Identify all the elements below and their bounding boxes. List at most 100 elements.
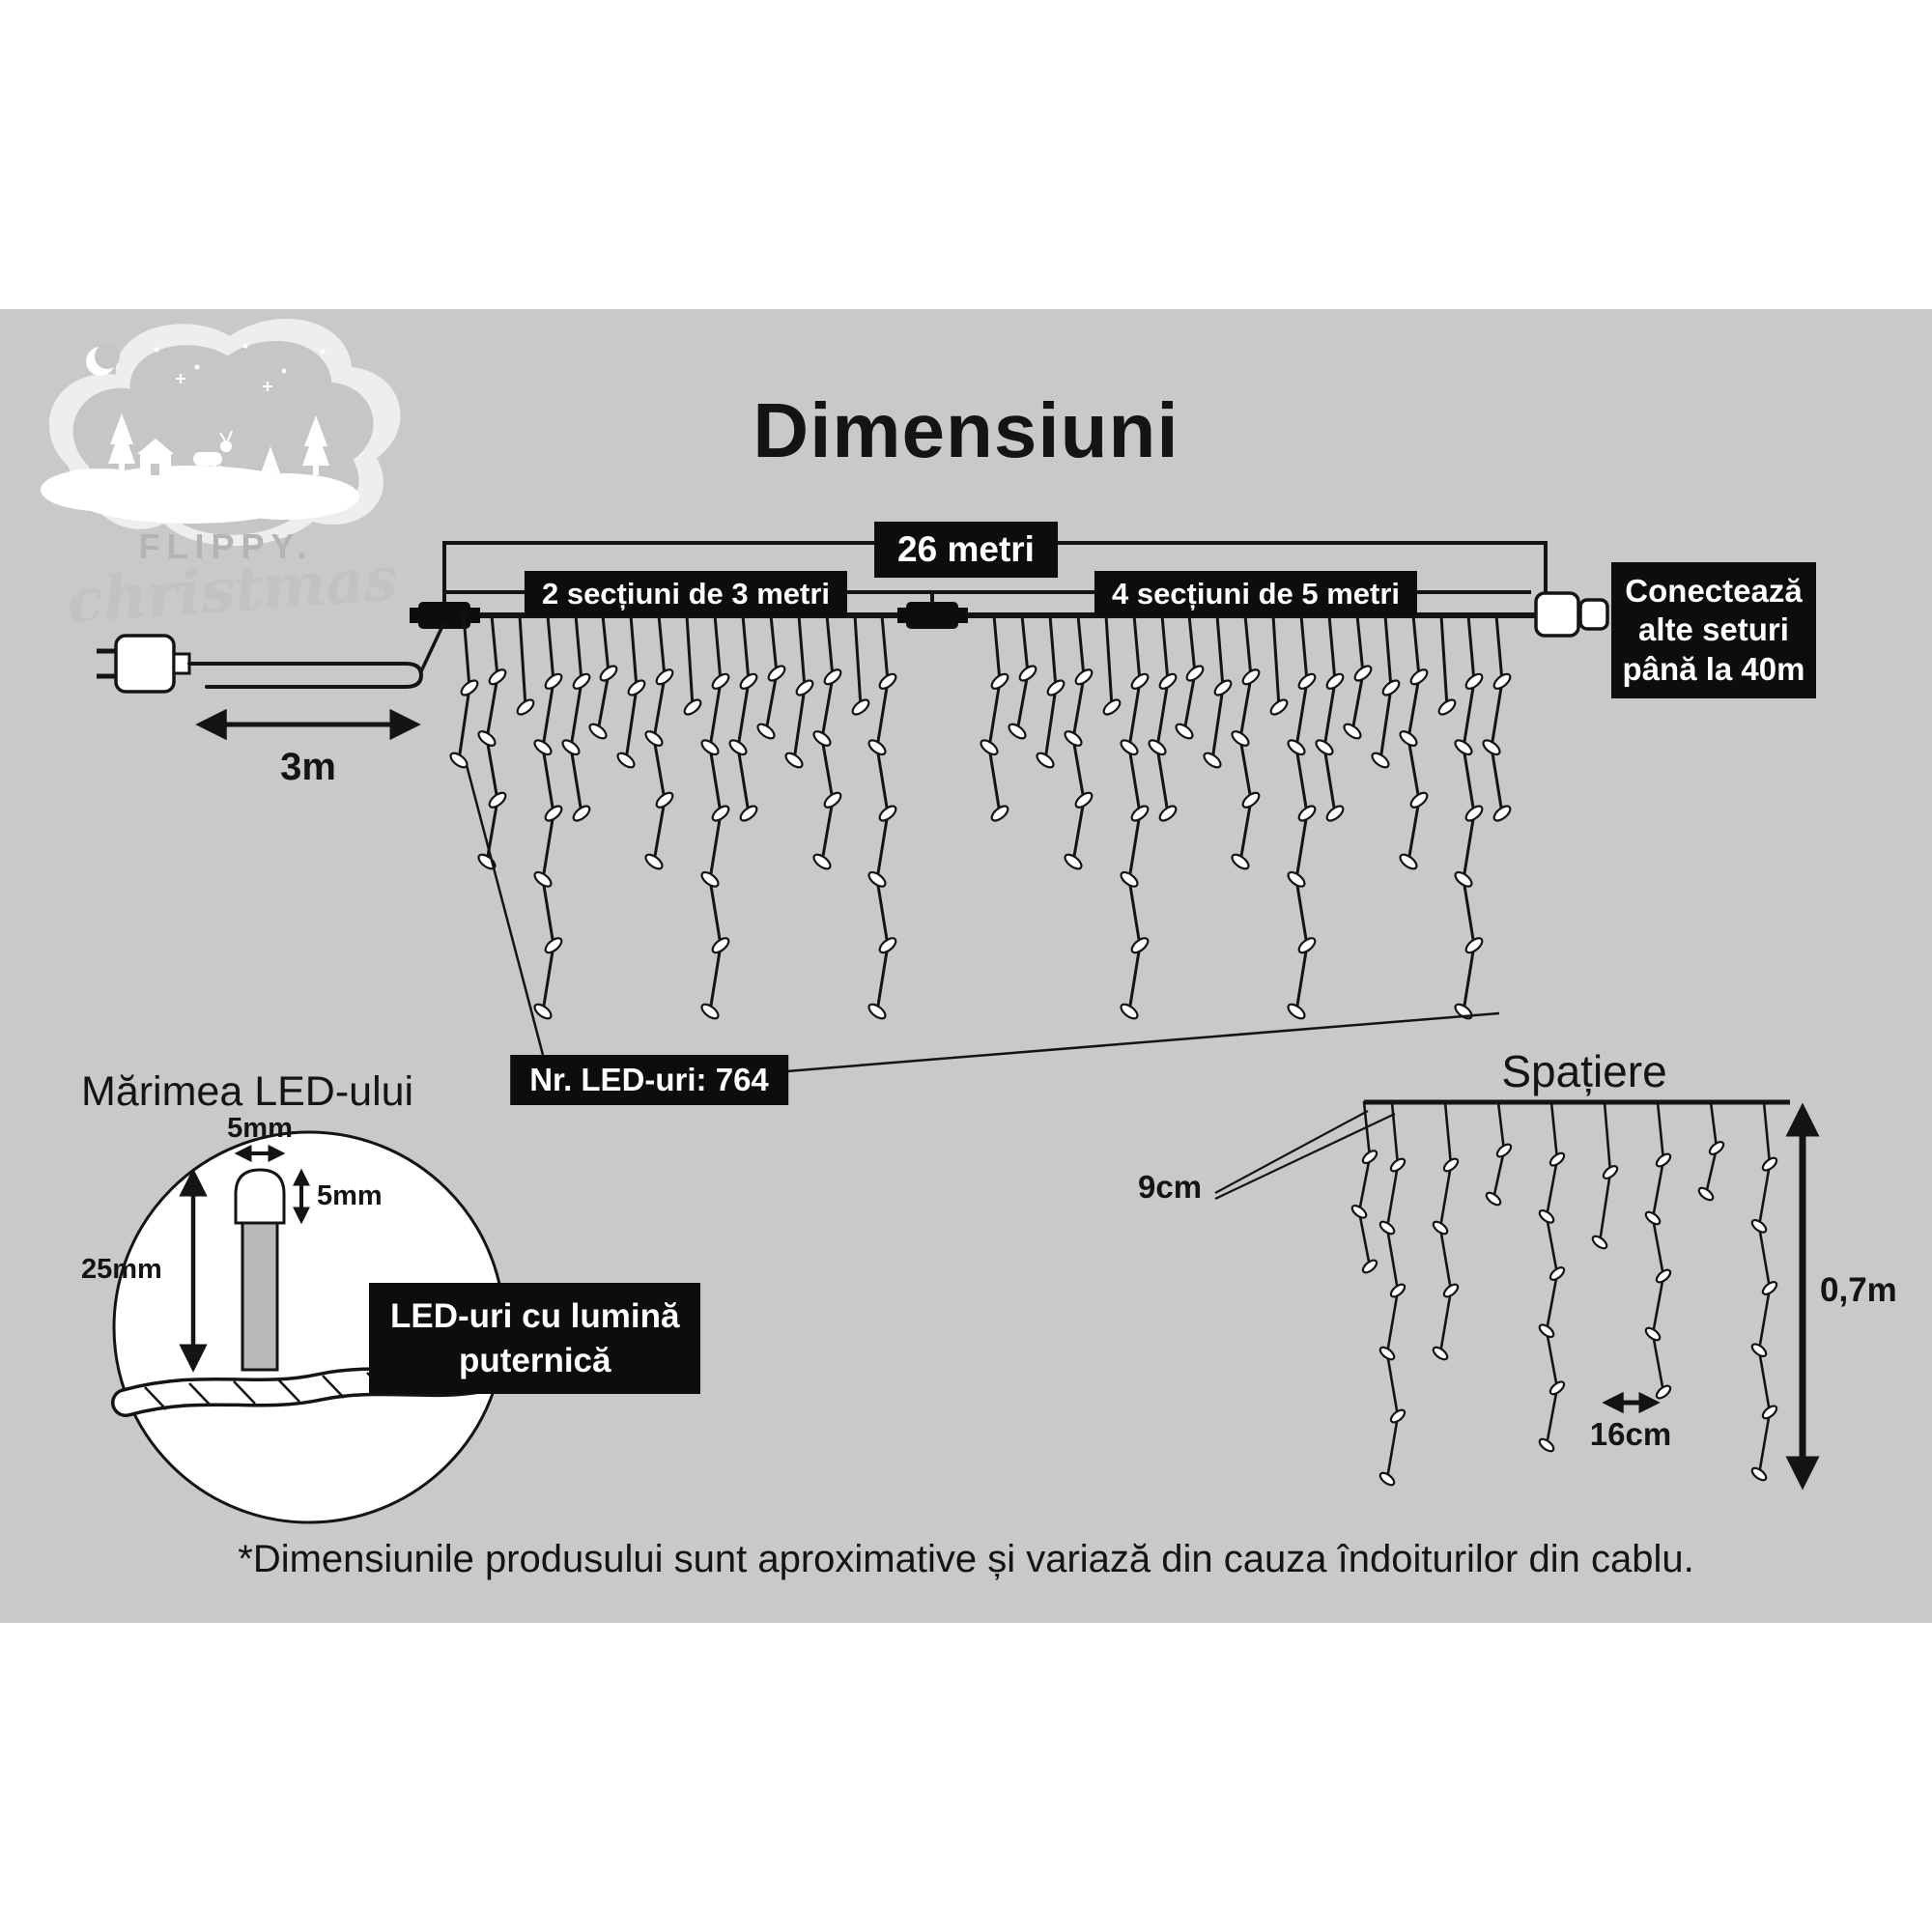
brand-logo: FLIPPY. christmas: [41, 318, 401, 637]
led-bulb: [878, 672, 897, 690]
led-bulb: [711, 672, 730, 690]
led-bulb: [1148, 739, 1167, 756]
led-bulb: [990, 805, 1009, 822]
led-bulb: [683, 698, 702, 716]
led-bulb: [1378, 1220, 1396, 1236]
light-drop-wire: [1271, 613, 1281, 709]
led-bulb: [1464, 805, 1484, 822]
led-bulb: [728, 739, 748, 756]
led-bulb: [1158, 805, 1178, 822]
led-bulb: [1241, 791, 1261, 809]
light-drop-wire: [987, 613, 1002, 815]
led-bulb: [990, 672, 1009, 690]
led-bulb: [1495, 1143, 1513, 1158]
led-bulb: [1389, 1157, 1406, 1173]
drop-height-label: 0,7m: [1820, 1271, 1897, 1309]
lead-length-label: 3m: [280, 746, 336, 788]
led-bulb: [561, 739, 581, 756]
led-bulb: [1389, 1283, 1406, 1298]
led-bulb: [1120, 1003, 1139, 1020]
led-bulb: [1750, 1218, 1768, 1234]
led-bulb: [1231, 730, 1250, 747]
led-bulb: [1464, 937, 1484, 954]
led-bulb: [1102, 698, 1122, 716]
led-bulb: [1492, 672, 1512, 690]
led-bulb: [1591, 1235, 1608, 1250]
led-bulb: [795, 679, 814, 696]
led-bulb: [1482, 739, 1501, 756]
led-bulb: [1297, 672, 1317, 690]
led-bulb: [700, 870, 720, 888]
star-icon: [194, 364, 200, 370]
house-icon: [137, 439, 174, 475]
led-bulb: [1389, 1408, 1406, 1424]
led-bulb: [516, 698, 535, 716]
led-bulb: [784, 752, 804, 769]
led-bulb: [1492, 805, 1512, 822]
led-bulb: [1353, 665, 1373, 682]
led-bulb: [1761, 1281, 1778, 1295]
led-bulb: [644, 853, 664, 870]
led-bulb: [1442, 1283, 1460, 1298]
led-bulb: [1046, 679, 1065, 696]
light-drop-wire: [736, 613, 751, 815]
led-bulb: [1454, 870, 1473, 888]
light-drop-wire: [569, 613, 583, 815]
led-bulb: [851, 698, 870, 716]
light-drop-wire: [685, 613, 695, 709]
led-bulb: [1538, 1437, 1555, 1453]
led-bulb: [739, 805, 758, 822]
led-bulb: [1697, 1186, 1715, 1202]
brand-name: FLIPPY.: [138, 526, 313, 566]
power-plug-icon: [97, 634, 191, 694]
led-bulb: [544, 672, 563, 690]
light-drop-wire: [1104, 613, 1114, 709]
footnote: *Dimensiunile produsului sunt aproximati…: [238, 1538, 1694, 1580]
led-count-pointer-left: [465, 764, 545, 1056]
deer-icon: [193, 430, 233, 477]
connect-note-line3: până la 40m: [1622, 650, 1805, 687]
led-size-title: Mărimea LED-ului: [81, 1068, 414, 1115]
led-bulb: [980, 739, 999, 756]
led-bulb: [599, 665, 618, 682]
led-bulb: [1399, 730, 1418, 747]
led-bright-line2: puternică: [458, 1341, 611, 1379]
led-bulb: [533, 739, 553, 756]
led-bulb: [1158, 672, 1178, 690]
led-bulb: [1361, 1259, 1378, 1274]
led-bulb: [1175, 723, 1194, 740]
led-bulb: [711, 937, 730, 954]
led-bulb: [1297, 937, 1317, 954]
led-bulb: [1287, 870, 1306, 888]
brand-script: christmas: [65, 543, 401, 637]
light-drop-wire: [1651, 1100, 1665, 1394]
led-bulb: [1548, 1380, 1566, 1396]
led-bulb: [1064, 853, 1083, 870]
led-bulb: [1644, 1210, 1662, 1226]
cable-connector-mid: [897, 602, 968, 629]
led-bulb: [1548, 1151, 1566, 1167]
light-drop-wire: [1322, 613, 1337, 815]
led-bulb: [1432, 1346, 1449, 1361]
drop-gap-pointer: [1214, 1110, 1396, 1200]
led-bulb: [867, 739, 887, 756]
tree-icon: [108, 413, 329, 475]
led-bulb: [823, 791, 842, 809]
star-icon: [154, 347, 159, 353]
led-bulb: [1231, 853, 1250, 870]
led-bulb: [700, 739, 720, 756]
led-bulb: [1130, 937, 1150, 954]
page-title: Dimensiuni: [753, 387, 1179, 473]
led-bulb: [823, 668, 842, 686]
led-bulb: [544, 937, 563, 954]
led-bulb: [1454, 739, 1473, 756]
led-bulb: [533, 1003, 553, 1020]
led-bulb: [1036, 752, 1055, 769]
led-bulb: [878, 937, 897, 954]
led-bulb: [644, 730, 664, 747]
led-bulb: [1350, 1204, 1368, 1219]
led-bulb: [1120, 870, 1139, 888]
logo-hill: [209, 473, 359, 520]
led-bulb: [572, 672, 591, 690]
